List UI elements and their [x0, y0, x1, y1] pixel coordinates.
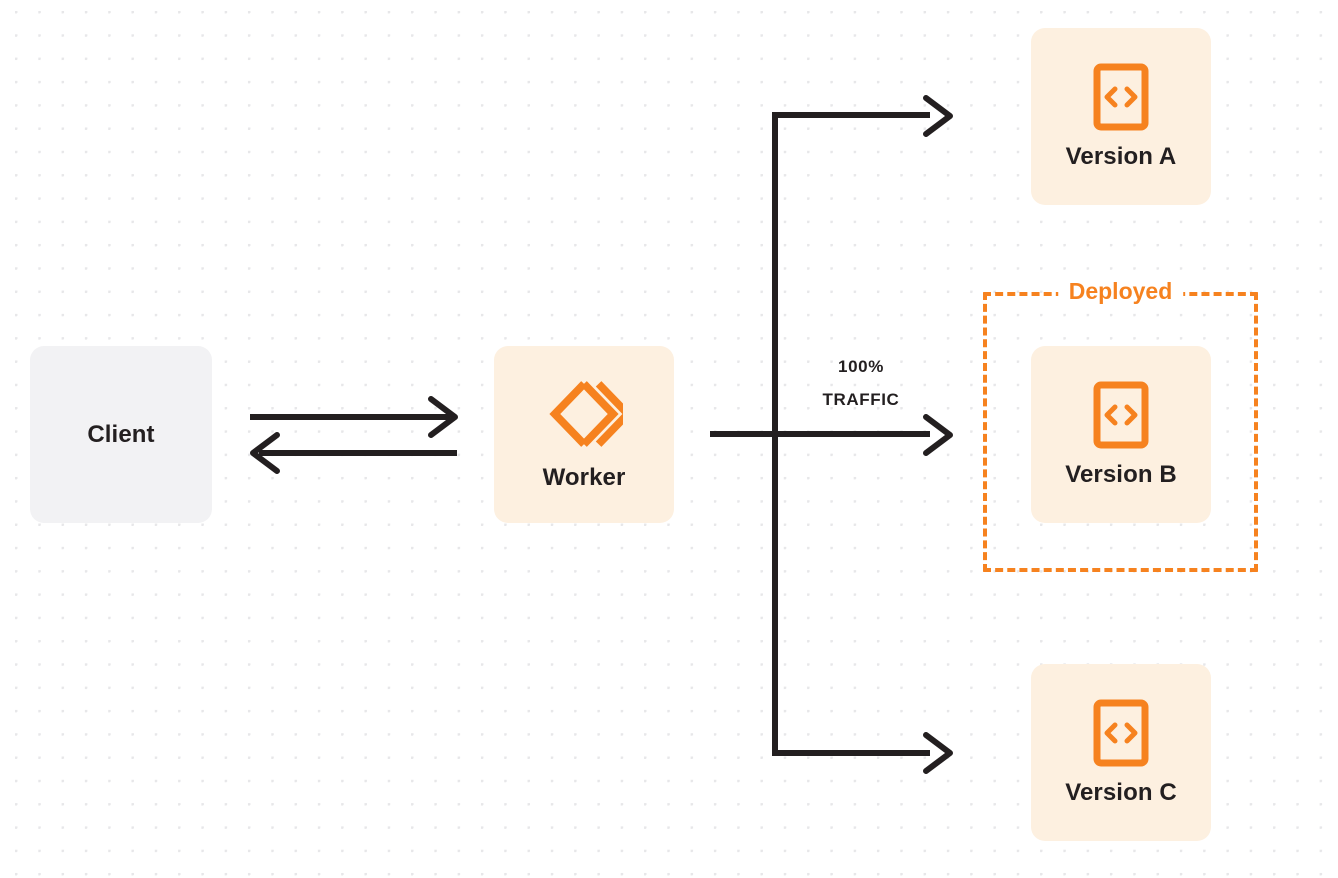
node-client-label: Client — [87, 420, 155, 448]
deployed-group-label: Deployed — [1057, 276, 1184, 306]
node-version-c[interactable]: Version C — [1031, 664, 1211, 841]
edge-worker-to-client — [250, 432, 457, 474]
edge-worker-to-version-b — [923, 414, 953, 456]
traffic-label: 100% TRAFFIC — [790, 350, 932, 416]
node-version-a-label: Version A — [1065, 142, 1177, 170]
cloudflare-workers-logo-icon — [545, 378, 623, 450]
code-file-icon — [1093, 699, 1149, 767]
code-file-icon — [1093, 381, 1149, 449]
traffic-caption: TRAFFIC — [822, 390, 900, 409]
edge-worker-trunk — [710, 115, 930, 753]
node-worker[interactable]: Worker — [494, 346, 674, 523]
edge-worker-to-version-a — [772, 95, 953, 137]
edge-client-to-worker — [250, 396, 458, 438]
node-version-c-label: Version C — [1065, 778, 1177, 806]
deployed-group: Deployed — [983, 276, 1258, 572]
traffic-percent: 100% — [838, 357, 884, 376]
edge-worker-to-version-c — [772, 732, 953, 774]
node-worker-label: Worker — [542, 463, 626, 491]
node-version-b[interactable]: Version B — [1031, 346, 1211, 523]
node-version-a[interactable]: Version A — [1031, 28, 1211, 205]
code-file-icon — [1093, 63, 1149, 131]
node-client[interactable]: Client — [30, 346, 212, 523]
node-version-b-label: Version B — [1065, 460, 1177, 488]
